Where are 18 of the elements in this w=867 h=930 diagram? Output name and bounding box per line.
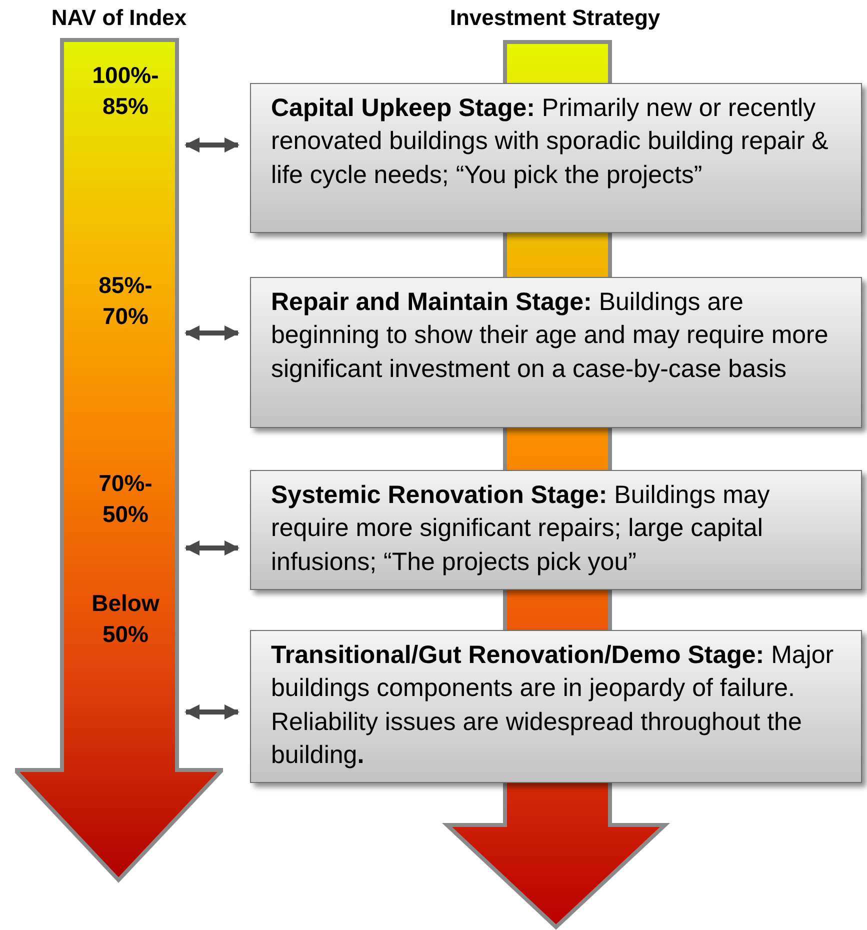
double-arrow: [184, 704, 240, 720]
double-arrow: [184, 540, 240, 556]
double-arrow: [184, 326, 240, 340]
stage-description: Transitional/Gut Renovation/Demo Stage: Major buildings components are in jeopardy of failure. Reliability issues are widespread throughout the building.: [271, 640, 835, 771]
percentage-range-label: Below 50%: [65, 588, 186, 724]
percentage-range-label: 85%- 70%: [65, 270, 186, 345]
percentage-range-label: 70%- 50%: [65, 468, 186, 558]
stage-box: [250, 277, 862, 428]
double-arrow: [184, 138, 240, 152]
column-heading: Investment Strategy: [448, 5, 662, 31]
stage-description: Capital Upkeep Stage: Primarily new or recently renovated buildings with sporadic building repair & life cycle needs; “You pick the projects”: [271, 93, 830, 190]
stage-description: Systemic Renovation Stage: Buildings may require more significant repairs; large capital infusions; “The projects pick you”: [271, 480, 771, 578]
column-heading: NAV of Index: [50, 5, 188, 31]
stage-description: Repair and Maintain Stage: Buildings are beginning to show their age and may require more significant investment on a case-by-case basis: [271, 287, 830, 384]
stage-box: [250, 83, 862, 233]
percentage-range-label: 100%- 85%: [65, 60, 186, 157]
stage-box: [250, 470, 862, 590]
stage-box: [250, 630, 862, 783]
